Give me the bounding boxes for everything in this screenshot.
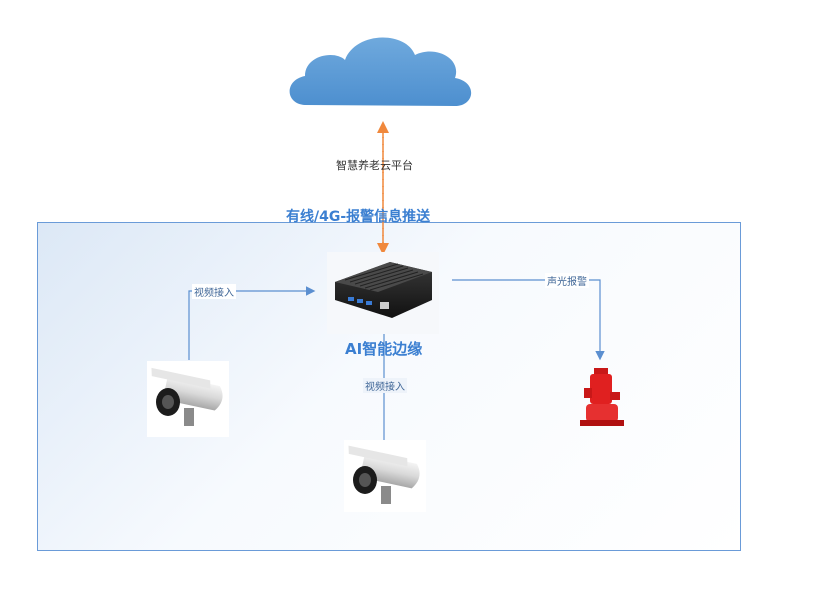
left-camera-icon xyxy=(147,361,229,437)
alarm-link-label: 声光报警 xyxy=(545,273,589,288)
bottom-video-label: 视频接入 xyxy=(363,378,407,393)
left-video-link xyxy=(188,286,316,360)
bottom-camera-icon xyxy=(344,440,426,512)
cloud-platform-label: 智慧养老云平台 xyxy=(336,159,413,172)
edge-device-label: AI智能边缘 xyxy=(345,340,423,358)
edge-box-icon xyxy=(327,252,439,334)
cloud-icon xyxy=(289,37,472,106)
alarm-link xyxy=(452,279,605,361)
fire-pump-alarm-icon xyxy=(580,368,624,426)
boundary-title: 有线/4G-报警信息推送 xyxy=(286,209,431,225)
left-video-label: 视频接入 xyxy=(192,284,236,299)
